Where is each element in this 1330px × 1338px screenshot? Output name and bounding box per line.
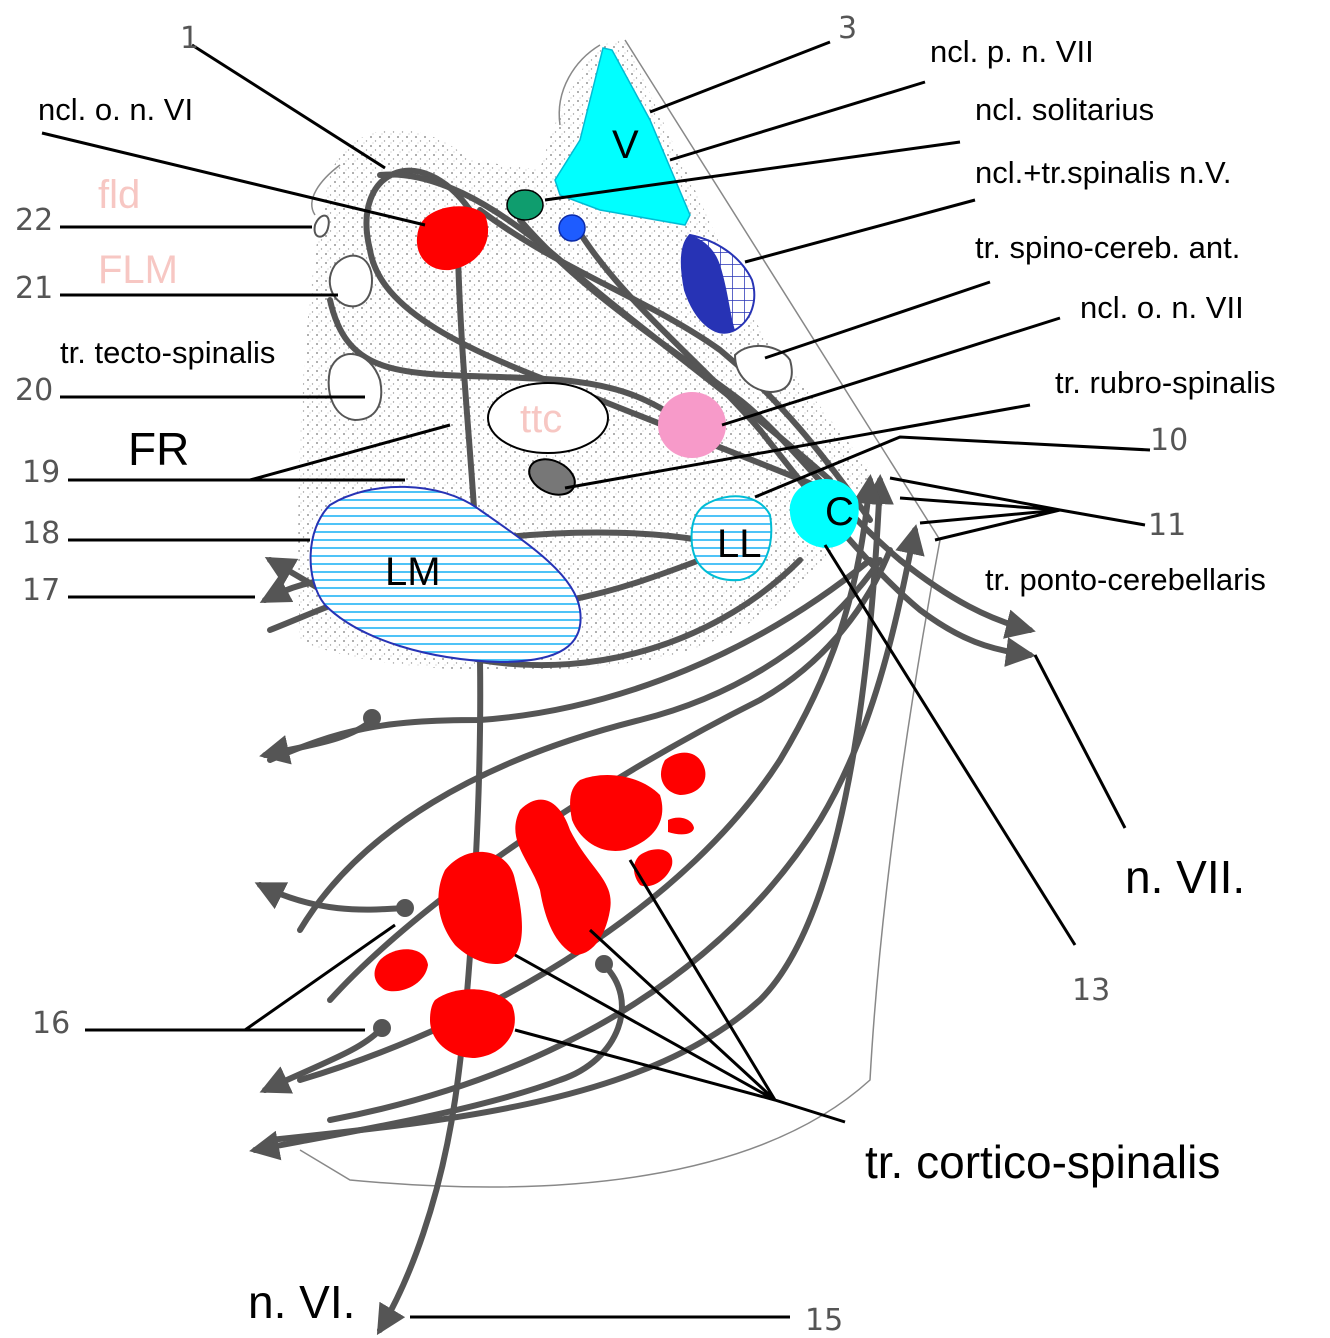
- label-n-vi: n. VI.: [248, 1276, 355, 1328]
- neuron-dot-3: [373, 1019, 391, 1037]
- nucleus-o-n-vii: [658, 392, 726, 458]
- label-fr: FR: [128, 423, 189, 475]
- label-ncl-o-n-vii: ncl. o. n. VII: [1080, 290, 1244, 325]
- cs-bundle-4: [661, 753, 705, 795]
- label-tr-rubro-spinalis: tr. rubro-spinalis: [1055, 365, 1276, 400]
- leader-11: [890, 478, 1145, 540]
- leader-13: [825, 545, 1075, 945]
- number-19: 19: [22, 455, 60, 490]
- nucleus-solitarius: [559, 215, 585, 241]
- number-16: 16: [32, 1006, 70, 1041]
- cs-bundle-6: [634, 849, 672, 886]
- label-tr-tecto-spinalis: tr. tecto-spinalis: [60, 335, 275, 370]
- neuron-dot-2: [396, 899, 414, 917]
- cs-bundle-1: [438, 852, 522, 964]
- cs-bundle-7: [375, 949, 428, 991]
- leader-n-vii: [1035, 655, 1125, 828]
- label-ncl-o-n-vi: ncl. o. n. VI: [38, 92, 193, 127]
- label-ncl-tr-spinalis-nv: ncl.+tr.spinalis n.V.: [975, 155, 1231, 190]
- number-10: 10: [1150, 423, 1188, 458]
- structure-label-ttc: ttc: [520, 397, 562, 441]
- number-18: 18: [22, 516, 60, 551]
- number-21: 21: [15, 271, 53, 306]
- structure-label-lm: LM: [385, 550, 441, 594]
- label-ncl-solitarius: ncl. solitarius: [975, 92, 1154, 127]
- number-15: 15: [805, 1303, 843, 1338]
- label-ncl-p-n-vii: ncl. p. n. VII: [930, 34, 1094, 69]
- fiber-arc-lower-2: [265, 720, 372, 755]
- label-flm: FLM: [98, 248, 178, 292]
- structure-label-ll: LL: [717, 522, 762, 566]
- number-11: 11: [1148, 508, 1186, 543]
- nucleus-p-n-vii: [507, 190, 543, 220]
- cs-bundle-3: [570, 775, 662, 851]
- label-tr-ponto-cerebellaris: tr. ponto-cerebellaris: [985, 562, 1266, 597]
- number-3: 3: [838, 11, 857, 46]
- neuron-dot-4: [595, 955, 613, 973]
- leader-ncl-tr-spinalis: [745, 200, 975, 262]
- number-1: 1: [180, 21, 199, 56]
- leader-1: [192, 45, 385, 168]
- label-tr-cortico-spinalis: tr. cortico-spinalis: [865, 1136, 1220, 1188]
- leader-spino-cereb: [765, 282, 990, 358]
- label-tr-spino-cereb-ant: tr. spino-cereb. ant.: [975, 230, 1240, 265]
- number-22: 22: [15, 203, 53, 238]
- leader-3: [650, 42, 830, 112]
- flm-tract-shape: [330, 256, 372, 307]
- number-17: 17: [22, 573, 60, 608]
- neuron-dot-1: [363, 709, 381, 727]
- structure-label-v: V: [612, 123, 639, 167]
- label-fld: fld: [98, 173, 140, 217]
- leader-ncl-p-n-vii: [670, 82, 925, 160]
- cs-bundle-5: [668, 818, 694, 835]
- number-13: 13: [1072, 973, 1110, 1008]
- structure-label-c: C: [825, 490, 854, 534]
- number-20: 20: [15, 373, 53, 408]
- cs-bundle-8: [430, 989, 515, 1058]
- label-n-vii: n. VII.: [1125, 851, 1245, 903]
